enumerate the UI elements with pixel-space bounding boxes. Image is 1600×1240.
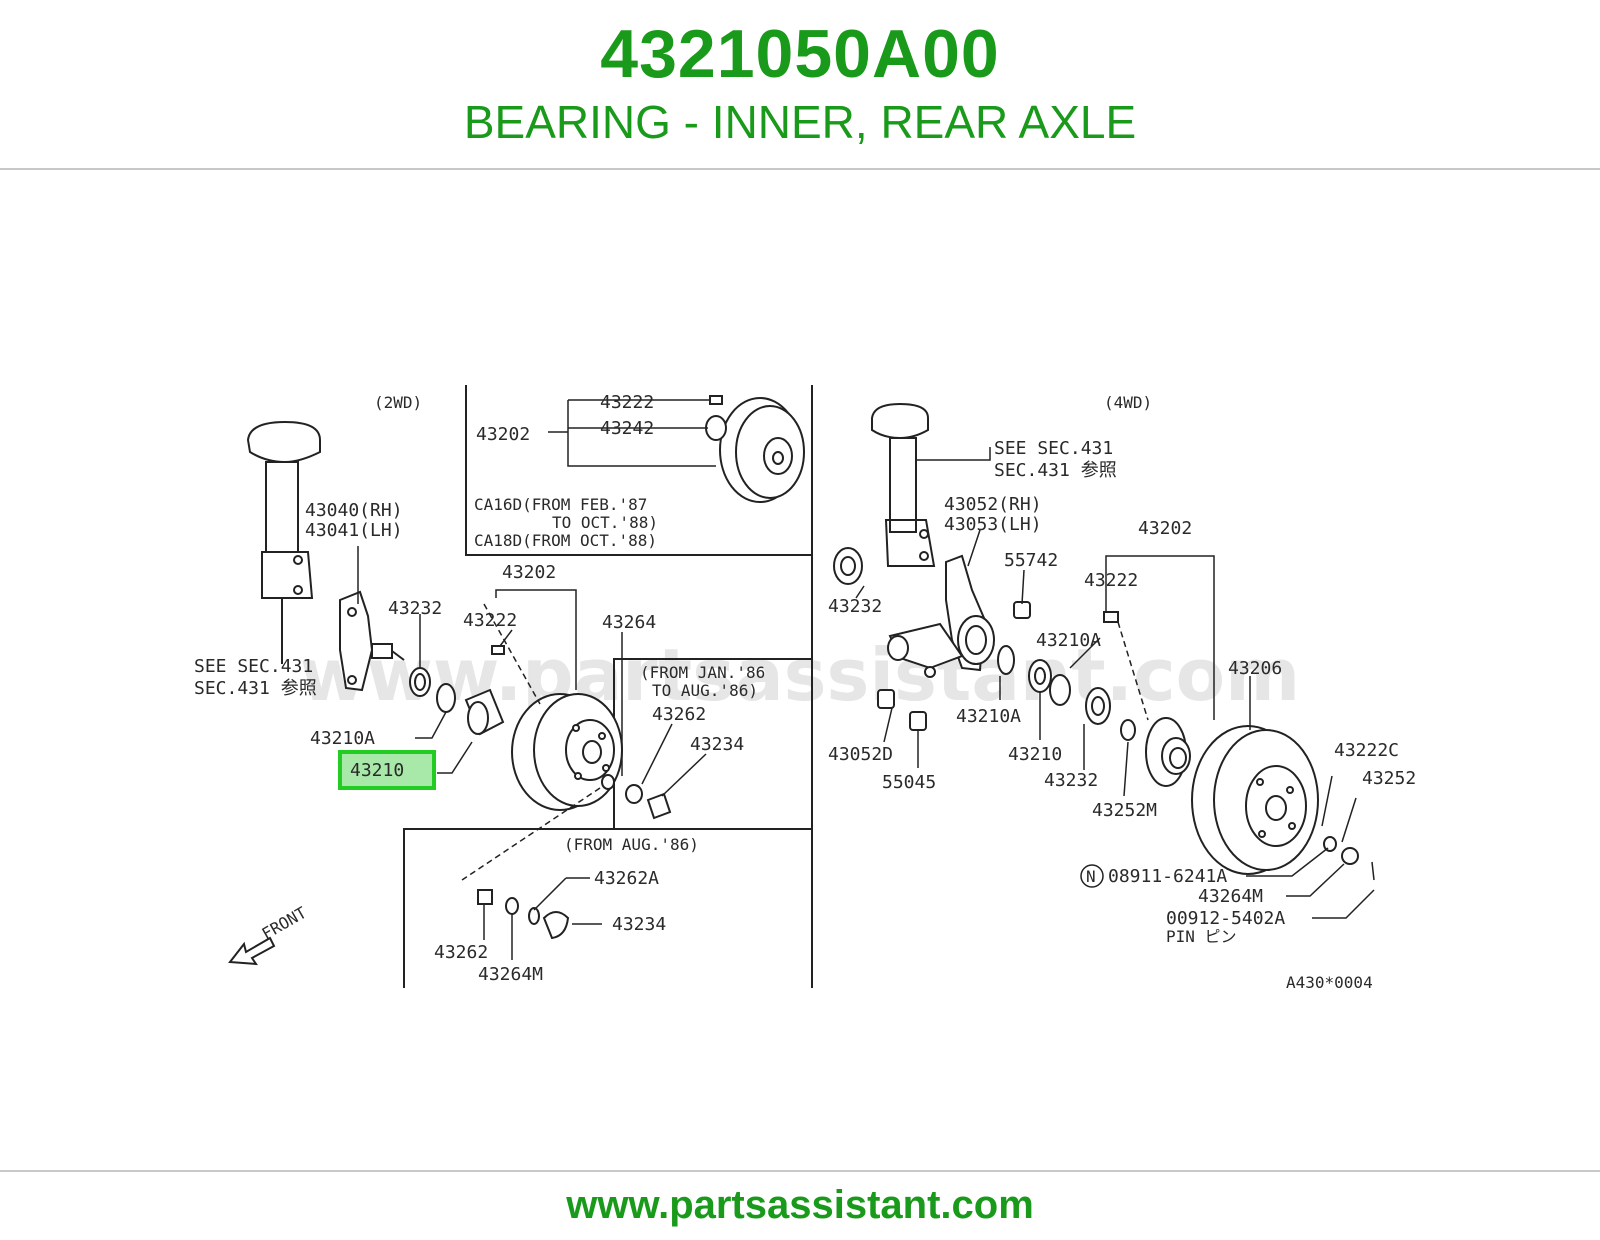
label-43262a: 43262A: [594, 868, 659, 889]
label-43222c: 43222C: [1334, 740, 1399, 761]
label-43234-a: 43234: [690, 734, 744, 755]
label-08911-6241a: 08911-6241A: [1108, 866, 1227, 887]
label-43210a-2wd: 43210A: [310, 728, 375, 749]
label-43232-4wd-a: 43232: [828, 596, 882, 617]
label-to-aug86: TO AUG.'86): [652, 681, 758, 700]
label-43234-b: 43234: [612, 914, 666, 935]
label-from-jan86: (FROM JAN.'86: [640, 663, 765, 682]
nut-symbol-icon: [1080, 864, 1104, 888]
leader-lines: [357, 399, 1375, 960]
label-43252: 43252: [1362, 768, 1416, 789]
figure-code: A430*0004: [1286, 973, 1373, 992]
label-pin: PIN ピン: [1166, 927, 1237, 946]
label-sec-ref-4wd: SEC.431 参照: [994, 460, 1117, 481]
brake-drum-4wd: [1191, 725, 1319, 875]
label-43041: 43041(LH): [305, 520, 403, 541]
label-43052d: 43052D: [828, 744, 893, 765]
label-43262-a: 43262: [652, 704, 706, 725]
front-arrow-icon: [228, 936, 276, 966]
highlighted-part-box[interactable]: [338, 750, 436, 790]
label-00912-5402a: 00912-5402A: [1166, 908, 1285, 929]
label-43222-disc: 43222: [600, 392, 654, 413]
label-ca18d: CA18D(FROM OCT.'88): [474, 531, 657, 550]
label-43206: 43206: [1228, 658, 1282, 679]
label-from-aug86: (FROM AUG.'86): [564, 835, 699, 854]
section-label-2wd: (2WD): [374, 393, 422, 412]
hub-parts-4wd: [833, 547, 1359, 865]
label-43202-2wd: 43202: [502, 562, 556, 583]
label-43210-4wd: 43210: [1008, 744, 1062, 765]
part-number-title: 4321050A00: [600, 16, 1000, 92]
footer-divider: [0, 1170, 1600, 1172]
header-divider: [0, 168, 1600, 170]
label-43242-disc: 43242: [600, 418, 654, 439]
label-43210a-4wd-a: 43210A: [1036, 630, 1101, 651]
label-ca16d-to: TO OCT.'88): [552, 513, 658, 532]
label-43210-highlighted[interactable]: 43210: [350, 760, 404, 781]
hub-parts-2wd: [477, 645, 672, 940]
label-43052: 43052(RH): [944, 494, 1042, 515]
strut-2wd: [246, 420, 321, 664]
label-43264m-2wd: 43264M: [478, 964, 543, 985]
label-43264-2wd: 43264: [602, 612, 656, 633]
label-ca16d-from: CA16D(FROM FEB.'87: [474, 495, 647, 514]
knuckle-2wd: [339, 590, 405, 692]
section-label-4wd: (4WD): [1104, 393, 1152, 412]
label-55045: 55045: [882, 772, 936, 793]
label-43202-4wd: 43202: [1138, 518, 1192, 539]
label-43252m: 43252M: [1092, 800, 1157, 821]
label-43040: 43040(RH): [305, 500, 403, 521]
footer-website-link[interactable]: www.partsassistant.com: [566, 1183, 1034, 1227]
label-43222-2wd: 43222: [463, 610, 517, 631]
label-43210a-4wd-b: 43210A: [956, 706, 1021, 727]
axle-hub-4wd: [1145, 717, 1191, 787]
label-43264m-4wd: 43264M: [1198, 886, 1263, 907]
label-43202-disc: 43202: [476, 424, 530, 445]
label-43262-b: 43262: [434, 942, 488, 963]
label-43232-4wd-b: 43232: [1044, 770, 1098, 791]
part-description: BEARING - INNER, REAR AXLE: [463, 96, 1137, 148]
label-sec-ref-2wd: SEC.431 参照: [194, 678, 317, 699]
brake-drum-2wd: [511, 693, 623, 811]
disc-brake-inset: [705, 395, 805, 503]
label-55742: 55742: [1004, 550, 1058, 571]
label-43232-2wd: 43232: [388, 598, 442, 619]
label-see-sec-2wd: SEE SEC.431: [194, 656, 313, 677]
label-43222-4wd: 43222: [1084, 570, 1138, 591]
header: 4321050A00 BEARING - INNER, REAR AXLE: [0, 0, 1600, 168]
label-see-sec-4wd: SEE SEC.431: [994, 438, 1113, 459]
label-43053: 43053(LH): [944, 514, 1042, 535]
strut-4wd: [871, 402, 936, 567]
label-nut-prefix: N: [1086, 867, 1096, 886]
knuckle-4wd: [887, 554, 995, 678]
